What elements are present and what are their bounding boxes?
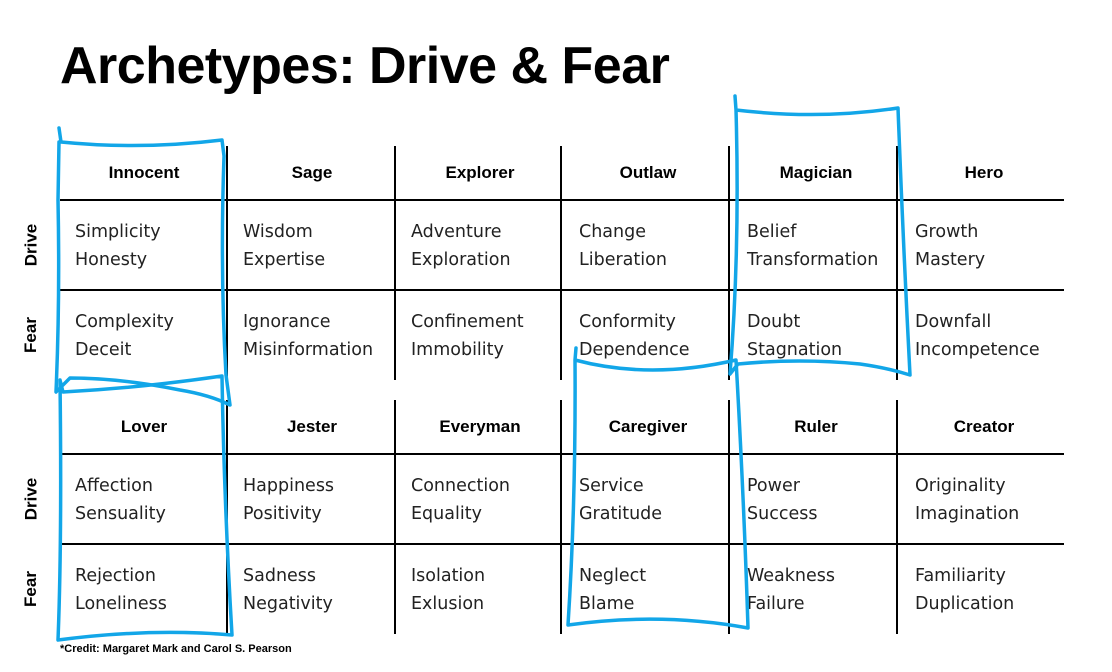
grid-line [60,543,1064,545]
header-row: Innocent Sage Explorer Outlaw Magician H… [60,146,1064,200]
header-row: Lover Jester Everyman Caregiver Ruler Cr… [60,400,1064,454]
grid-line [896,146,898,380]
row-label-drive: Drive [21,477,40,521]
header-caregiver: Caregiver [608,417,688,436]
page-title: Archetypes: Drive & Fear [60,37,670,95]
grid-line [560,400,562,634]
header-outlaw: Outlaw [619,163,677,182]
credit-note: *Credit: Margaret Mark and Carol S. Pear… [60,643,292,655]
header-everyman: Everyman [439,417,521,436]
grid-line [60,199,1064,201]
row-label-drive: Drive [21,223,40,267]
header-lover: Lover [120,417,168,436]
row-label-fear: Fear [21,571,41,607]
header-jester: Jester [286,417,338,436]
grid-line [394,400,396,634]
grid-line [226,146,228,380]
header-sage: Sage [291,163,333,182]
row-label-fear: Fear [21,317,41,353]
grid-line [60,289,1064,291]
grid-line [226,400,228,634]
header-creator: Creator [953,417,1015,436]
header-magician: Magician [779,163,853,182]
grid-line [896,400,898,634]
grid-line [60,453,1064,455]
header-explorer: Explorer [445,163,515,182]
header-innocent: Innocent [108,163,180,182]
grid-line [728,146,730,380]
header-ruler: Ruler [794,417,838,436]
header-hero: Hero [964,163,1004,182]
grid-line [560,146,562,380]
grid-line [728,400,730,634]
grid-line [394,146,396,380]
